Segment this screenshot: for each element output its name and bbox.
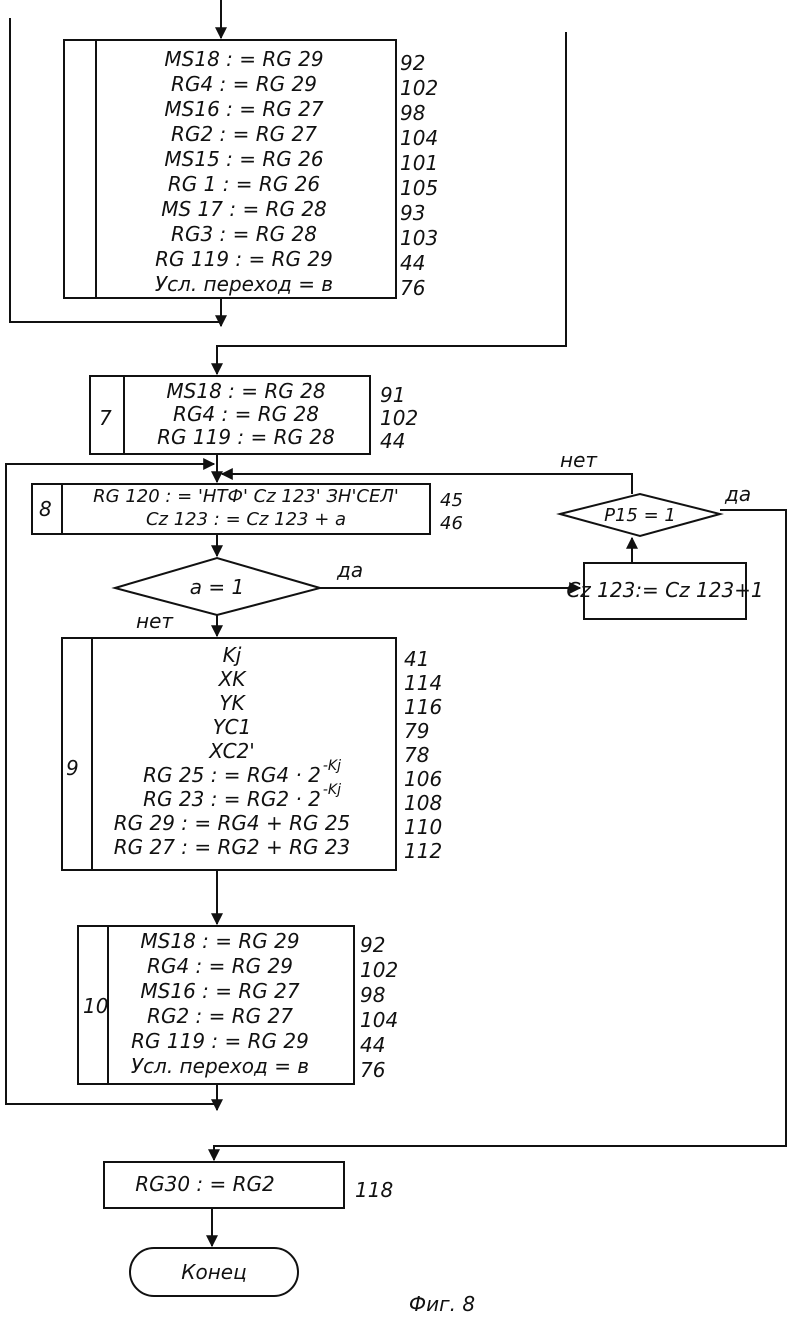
block9-row-2: XK <box>218 667 248 691</box>
end-block: Конец <box>130 1248 298 1296</box>
block9-ref-4: 79 <box>404 719 429 743</box>
decision-p15-yes-label: да <box>724 482 751 506</box>
cz-block: Cz 123:= Cz 123+1 <box>566 563 763 619</box>
block-a-row-4: RG2 : = RG 27 <box>171 122 317 146</box>
block-a-ref-1: 92 <box>400 51 425 75</box>
block-9-rows: Kj 41XK 114YK 116YC1 79XC2' 78 RG 25 : = RG4 ·… <box>114 643 442 863</box>
block7-ref-2: 102 <box>380 406 418 430</box>
cz-block-text: Cz 123:= Cz 123+1 <box>566 578 763 602</box>
decision-p15-no-label: нет <box>560 448 598 472</box>
block10-ref-1: 92 <box>360 933 385 957</box>
block10-row-4: RG2 : = RG 27 <box>147 1004 293 1028</box>
block10-ref-5: 44 <box>360 1033 385 1057</box>
block9-ref-1: 41 <box>404 647 429 671</box>
block9-ref-7: 108 <box>404 791 442 815</box>
decision-a-text: a = 1 <box>190 575 244 599</box>
block-8-number: 8 <box>39 497 52 521</box>
rg30-block: RG30 : = RG2 118 <box>104 1162 393 1208</box>
block-a-row-3: MS16 : = RG 27 <box>164 97 323 121</box>
block8-row-1: RG 120 : = 'НТФ' Cz 123' ЗН'СЕЛ' <box>93 486 399 507</box>
block-8-rows: RG 120 : = 'НТФ' Cz 123' ЗН'СЕЛ' 45 Cz 123… <box>93 486 463 534</box>
block-10-number: 10 <box>83 994 108 1018</box>
block-a-row-7: MS 17 : = RG 28 <box>161 197 327 221</box>
block-7: 7 MS18 : = RG 28 91RG4 : = RG 28 102 RG 119… <box>90 376 418 454</box>
end-block-text: Конец <box>181 1260 246 1284</box>
block9-ref-3: 116 <box>404 695 442 719</box>
block9-ref-9: 112 <box>404 839 442 863</box>
block-a-ref-3: 98 <box>400 101 425 125</box>
block9-row-7-exponent: -Kj <box>323 782 341 798</box>
block10-ref-4: 104 <box>360 1008 398 1032</box>
block10-row-2: RG4 : = RG 29 <box>147 954 293 978</box>
block8-ref-2: 46 <box>440 513 463 534</box>
block-10: 10 MS18 : = RG 29 92RG4 : = RG 29 102MS16 … <box>78 926 398 1084</box>
block-7-number: 7 <box>99 406 112 430</box>
block10-row-6: Усл. переход = в <box>131 1054 309 1078</box>
block9-row-6-exponent: -Kj <box>323 758 341 774</box>
block-a-row-2: RG4 : = RG 29 <box>171 72 317 96</box>
block-a-ref-2: 102 <box>400 76 438 100</box>
block-9-number: 9 <box>66 756 79 780</box>
block10-row-3: MS16 : = RG 27 <box>140 979 299 1003</box>
decision-a-no-label: нет <box>136 609 174 633</box>
block7-ref-1: 91 <box>380 383 405 407</box>
block10-ref-6: 76 <box>360 1058 385 1082</box>
decision-a-yes-label: да <box>336 558 363 582</box>
block8-ref-1: 45 <box>440 490 463 511</box>
block-a-ref-5: 101 <box>400 151 438 175</box>
figure-caption: Фиг. 8 <box>409 1292 475 1316</box>
block7-row-2: RG4 : = RG 28 <box>173 402 319 426</box>
block-10-rows: MS18 : = RG 29 92RG4 : = RG 29 102MS16 : =… <box>131 929 398 1082</box>
block9-row-1: Kj <box>223 643 242 667</box>
block10-ref-2: 102 <box>360 958 398 982</box>
block9-row-8: RG 29 : = RG4 + RG 25 <box>114 811 351 835</box>
block9-ref-6: 106 <box>404 767 442 791</box>
block-a-ref-9: 44 <box>400 251 425 275</box>
decision-a: a = 1 да нет <box>115 558 363 633</box>
block-9: 9 Kj 41XK 114YK 116YC1 79XC2' 78 RG 25 : = RG4… <box>62 638 442 870</box>
block9-row-5: XC2' <box>208 739 255 763</box>
block9-row-4: YC1 <box>213 715 252 739</box>
block-a: MS18 : = RG 29 92RG4 : = RG 29 102MS16 : =… <box>64 40 438 300</box>
block-a-row-6: RG 1 : = RG 26 <box>168 172 320 196</box>
block7-row-3: RG 119 : = RG 28 <box>157 425 335 449</box>
block-a-row-9: RG 119 : = RG 29 <box>155 247 333 271</box>
rg30-block-text: RG30 : = RG2 <box>135 1172 275 1196</box>
rg30-block-ref: 118 <box>355 1178 393 1202</box>
block9-row-6: RG 25 : = RG4 · 2 <box>143 763 321 787</box>
block-a-row-10: Усл. переход = в <box>155 272 333 296</box>
block7-ref-3: 44 <box>380 429 405 453</box>
block10-row-1: MS18 : = RG 29 <box>140 929 299 953</box>
block10-row-5: RG 119 : = RG 29 <box>131 1029 309 1053</box>
block-7-rows: MS18 : = RG 28 91RG4 : = RG 28 102 RG 119 :… <box>157 379 418 453</box>
block9-row-9: RG 27 : = RG2 + RG 23 <box>114 835 351 859</box>
block9-ref-8: 110 <box>404 815 442 839</box>
block8-row-2: Cz 123 : = Cz 123 + a <box>146 509 346 530</box>
block10-ref-3: 98 <box>360 983 385 1007</box>
block9-ref-2: 114 <box>404 671 442 695</box>
block7-row-1: MS18 : = RG 28 <box>166 379 325 403</box>
block-a-row-5: MS15 : = RG 26 <box>164 147 323 171</box>
decision-p15-text: P15 = 1 <box>604 505 676 526</box>
block-a-ref-8: 103 <box>400 226 438 250</box>
block9-row-7: RG 23 : = RG2 · 2 <box>143 787 321 811</box>
block9-ref-5: 78 <box>404 743 429 767</box>
block-a-row-1: MS18 : = RG 29 <box>164 47 323 71</box>
block-a-ref-4: 104 <box>400 126 438 150</box>
block-a-ref-6: 105 <box>400 176 438 200</box>
decision-p15: P15 = 1 нет да <box>560 448 751 536</box>
block9-row-3: YK <box>219 691 246 715</box>
block-a-ref-10: 76 <box>400 276 425 300</box>
block-a-row-8: RG3 : = RG 28 <box>171 222 317 246</box>
block-a-ref-7: 93 <box>400 201 425 225</box>
block-8: 8 RG 120 : = 'НТФ' Cz 123' ЗН'СЕЛ' 45 Cz 1… <box>32 484 463 534</box>
